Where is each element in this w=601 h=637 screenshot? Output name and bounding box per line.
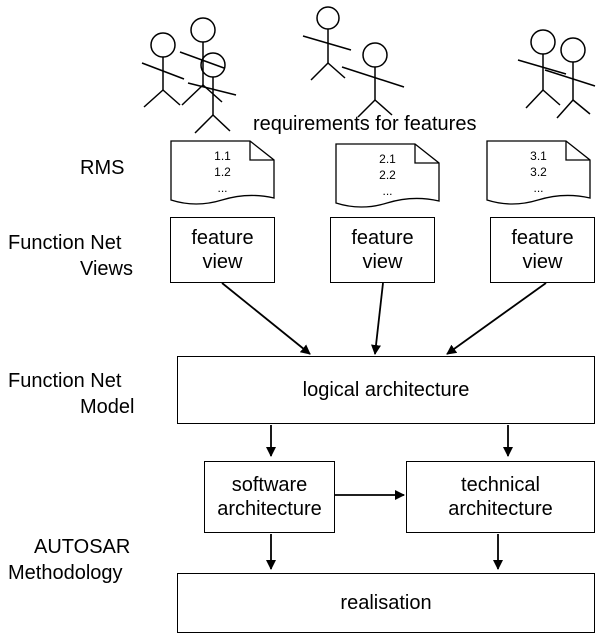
technical-architecture-label: architecture: [448, 498, 553, 520]
feature-view-label: feature: [191, 227, 254, 249]
logical-architecture-box[interactable]: logical architecture: [177, 356, 595, 424]
requirements-label: requirements for features: [253, 113, 477, 135]
doc-line: 3.2: [530, 165, 547, 179]
row-label-function-net-model-line1: Function Net: [8, 370, 122, 392]
doc-line: ...: [217, 181, 228, 195]
feature-view-label: feature: [511, 227, 574, 249]
realisation-label: realisation: [340, 592, 432, 614]
doc-line: ...: [382, 184, 393, 198]
document-icon: [170, 140, 275, 205]
stakeholder-figure: [341, 42, 405, 118]
doc-line: ...: [533, 181, 544, 195]
row-label-function-net-views-line1: Function Net: [8, 232, 122, 254]
requirements-document-1[interactable]: 1.1 1.2 ...: [170, 140, 275, 205]
logical-architecture-label: logical architecture: [302, 379, 470, 401]
software-architecture-label: software: [231, 474, 308, 496]
stakeholder-figure: [141, 32, 185, 108]
stakeholder-figure: [544, 37, 596, 119]
feature-view-label: feature: [351, 227, 414, 249]
software-architecture-label: architecture: [217, 498, 322, 520]
document-icon: [486, 140, 591, 205]
feature-view-label: view: [522, 251, 563, 273]
doc-line: 1.1: [214, 149, 231, 163]
arrow-fv1-to-logical: [221, 282, 311, 355]
doc-line: 2.1: [379, 152, 396, 166]
doc-line: 2.2: [379, 168, 396, 182]
stakeholder-figure: [517, 29, 567, 109]
row-label-autosar-line1: AUTOSAR: [34, 536, 131, 558]
stakeholder-figures: [141, 6, 596, 134]
row-label-function-net-views-line2: Views: [80, 258, 133, 280]
row-label-autosar-line2: Methodology: [8, 562, 123, 584]
feature-view-label: view: [362, 251, 403, 273]
stakeholder-figure: [302, 6, 352, 81]
row-label-function-net-model-line2: Model: [80, 396, 135, 418]
requirements-document-2[interactable]: 2.1 2.2 ...: [335, 143, 440, 208]
feature-view-label: view: [202, 251, 243, 273]
row-label-rms: RMS: [80, 157, 125, 179]
connector-arrows: [221, 282, 547, 570]
stakeholder-figure: [187, 52, 237, 134]
requirements-document-3[interactable]: 3.1 3.2 ...: [486, 140, 591, 205]
technical-architecture-label: technical: [461, 474, 540, 496]
arrow-fv3-to-logical: [446, 282, 547, 355]
doc-line: 1.2: [214, 165, 231, 179]
realisation-box[interactable]: realisation: [177, 573, 595, 633]
document-icon: [335, 143, 440, 208]
arrow-fv2-to-logical: [371, 282, 384, 355]
doc-line: 3.1: [530, 149, 547, 163]
